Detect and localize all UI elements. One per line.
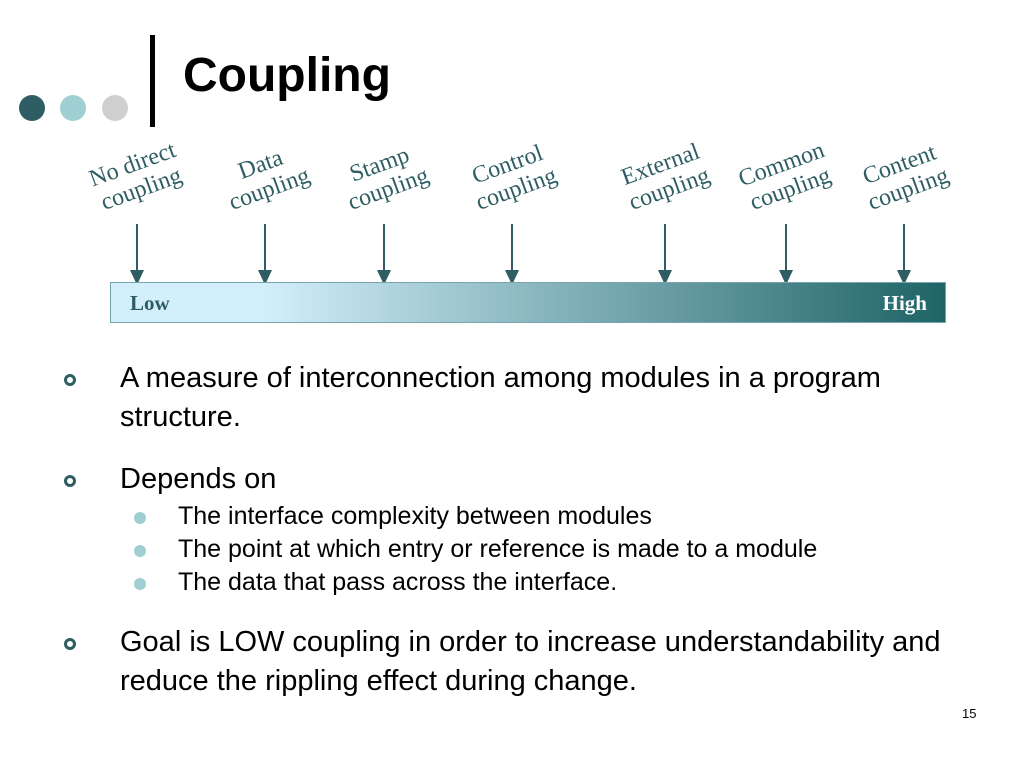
coupling-scale-bar: Low High	[110, 282, 946, 323]
page-number: 15	[962, 706, 977, 721]
bullet-ring-icon	[64, 475, 76, 487]
sub-bullet-dot-icon	[134, 578, 146, 590]
decorative-dot-dark	[19, 95, 45, 121]
marker-common-coupling: Common coupling	[696, 137, 876, 286]
sub-bullet-entry-point: The point at which entry or reference is…	[178, 535, 818, 563]
title-divider	[150, 35, 155, 127]
decorative-dot-mid	[60, 95, 86, 121]
bullet-ring-icon	[64, 374, 76, 386]
marker-no-direct-coupling: No direct coupling	[47, 137, 227, 286]
down-arrow-icon	[505, 224, 519, 285]
bullet-goal: Goal is LOW coupling in order to increas…	[120, 626, 941, 697]
bullet-definition: A measure of interconnection among modul…	[120, 362, 881, 433]
scale-low-label: Low	[130, 291, 170, 315]
bullet-ring-icon	[64, 638, 76, 650]
slide-title: Coupling	[183, 49, 391, 102]
sub-bullet-interface-complexity: The interface complexity between modules	[178, 502, 652, 530]
down-arrow-icon	[658, 224, 672, 285]
down-arrow-icon	[130, 224, 144, 285]
marker-data-coupling: Data coupling	[175, 141, 355, 286]
down-arrow-icon	[779, 224, 793, 285]
marker-control-coupling: Control coupling	[422, 140, 602, 286]
marker-stamp-coupling: Stamp coupling	[294, 141, 474, 286]
decorative-dot-light	[102, 95, 128, 121]
sub-bullet-dot-icon	[134, 545, 146, 557]
scale-high-label: High	[882, 291, 927, 315]
marker-external-coupling: External coupling	[575, 139, 755, 286]
down-arrow-icon	[377, 224, 391, 285]
bullet-depends-on: Depends on	[120, 463, 277, 495]
sub-bullet-data-passed: The data that pass across the interface.	[178, 568, 618, 596]
down-arrow-icon	[897, 224, 911, 285]
sub-bullet-dot-icon	[134, 512, 146, 524]
down-arrow-icon	[258, 224, 272, 285]
marker-content-coupling: Content coupling	[814, 140, 994, 286]
